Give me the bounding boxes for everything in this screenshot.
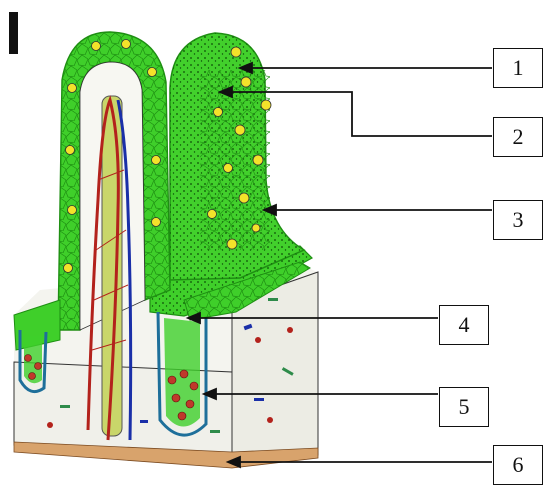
label-box-1: 1 [493, 48, 543, 88]
villus-surface-view [170, 33, 304, 280]
label-box-3: 3 [493, 200, 543, 240]
label-box-5: 5 [439, 387, 489, 427]
label-box-4: 4 [439, 305, 489, 345]
label-box-2: 2 [493, 117, 543, 157]
label-box-6: 6 [493, 445, 543, 485]
